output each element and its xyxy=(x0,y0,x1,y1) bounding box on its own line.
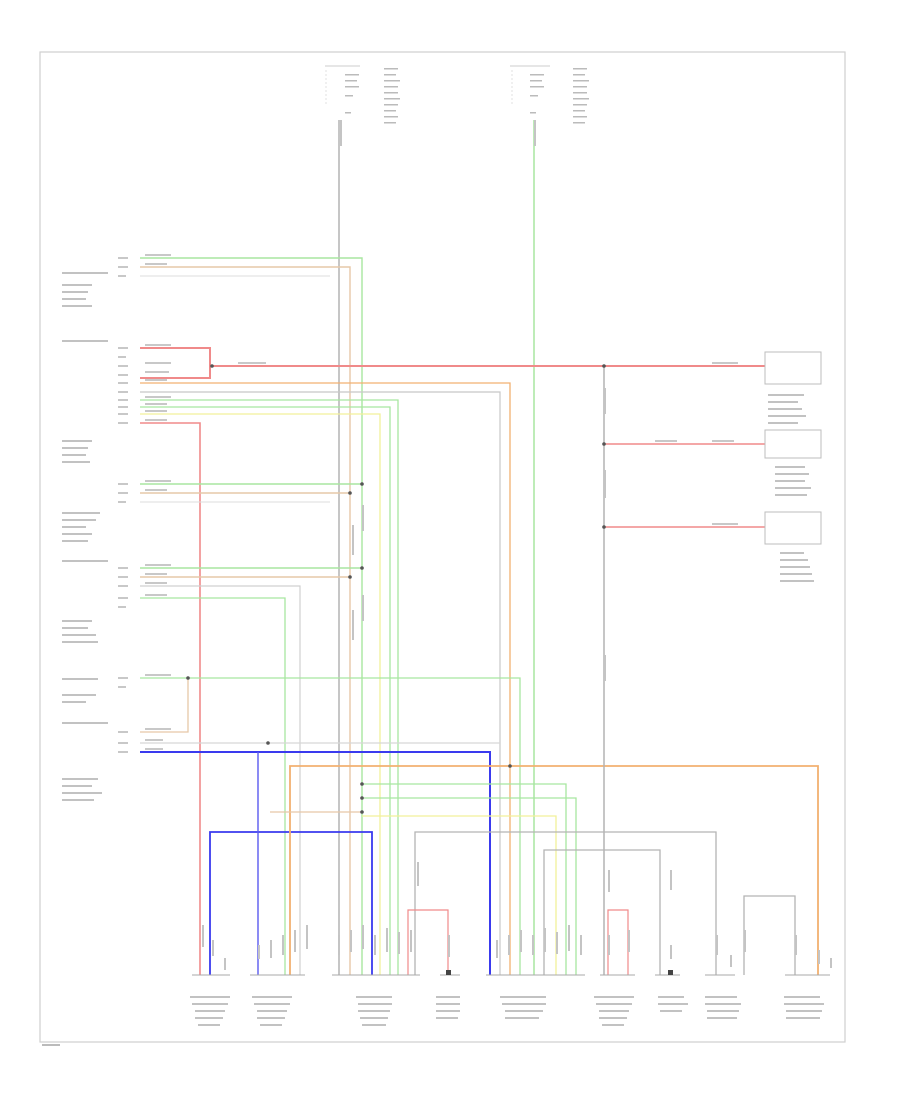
splice-points xyxy=(186,364,606,814)
wire-yellow-ecm xyxy=(140,413,381,975)
wire-color-tags xyxy=(145,254,738,750)
right-component-1 xyxy=(764,351,822,424)
diagram-frame xyxy=(39,51,846,1043)
wire-green-bus-2 xyxy=(362,797,577,975)
top-fuse-block-right xyxy=(510,65,589,124)
bottom-pin-labels xyxy=(202,120,832,970)
wire-orange-ecm xyxy=(140,382,511,975)
right-component-3 xyxy=(764,511,822,582)
wire-green-ecm-1 xyxy=(140,399,399,975)
wire-green-abs-2 xyxy=(140,597,286,975)
wire-red-ecm xyxy=(140,422,201,975)
left-module-pins xyxy=(118,257,128,753)
bottom-component-labels xyxy=(190,996,824,1026)
right-component-2 xyxy=(764,429,822,496)
top-fuse-block-left xyxy=(325,65,400,124)
wire-gray-bus-b xyxy=(543,849,661,975)
wire-gray-bus-a xyxy=(414,831,717,975)
wire-gray-abs xyxy=(140,585,301,975)
wire-orange-long xyxy=(289,765,819,975)
wire-blue-main xyxy=(140,751,491,975)
wire-gray-bus-c xyxy=(743,895,796,975)
footer-code-mark xyxy=(42,1044,60,1046)
wire-yellow-bus xyxy=(362,815,557,975)
left-module-labels xyxy=(62,272,108,801)
wire-green-cruise xyxy=(140,257,363,975)
wire-tan-cruise xyxy=(140,266,351,975)
wire-green-ecm-2 xyxy=(140,406,391,975)
wire-gray-ecm xyxy=(140,391,501,975)
wire-green-bus-1 xyxy=(362,783,567,975)
ground-symbols xyxy=(446,970,673,975)
wire-blue-lower xyxy=(209,831,373,975)
wire-tan-airbag xyxy=(140,678,189,733)
wire-red-sub-2 xyxy=(607,909,629,975)
wire-red-bus xyxy=(140,347,211,379)
wire-network xyxy=(140,120,819,975)
wire-red-sub-1 xyxy=(407,909,449,975)
wire-green-meter xyxy=(140,677,521,975)
